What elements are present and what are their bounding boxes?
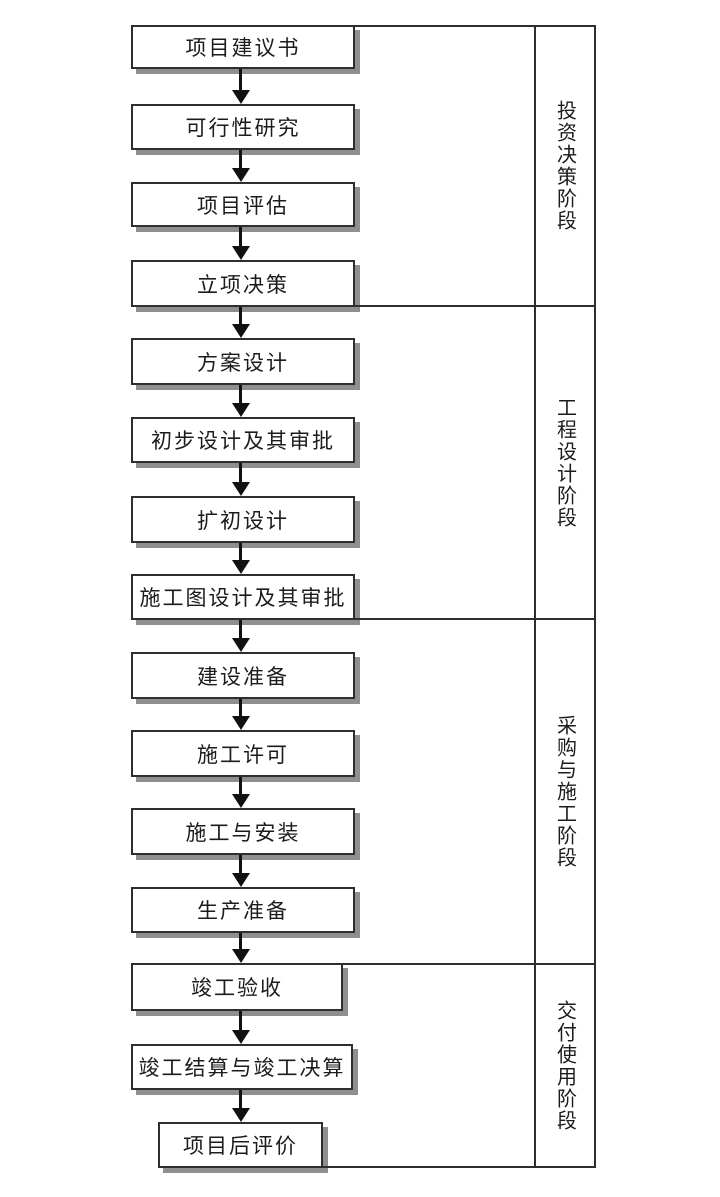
phase-label-engineering-design: 工程设计阶段 xyxy=(536,307,594,618)
down-arrow-icon xyxy=(232,150,250,182)
down-arrow-icon xyxy=(232,620,250,652)
flow-box-completion-acceptance: 竣工验收 xyxy=(131,963,343,1011)
phase-column-right-border xyxy=(594,25,596,1168)
phase-label-investment-decision: 投资决策阶段 xyxy=(536,27,594,305)
down-arrow-icon xyxy=(232,385,250,417)
flow-box-preliminary-design-approval: 初步设计及其审批 xyxy=(131,417,355,463)
down-arrow-icon xyxy=(232,69,250,104)
flow-box-post-project-evaluation: 项目后评价 xyxy=(158,1122,323,1168)
flow-box-construction-drawing-design-approval: 施工图设计及其审批 xyxy=(131,574,355,620)
flow-box-construction-installation: 施工与安装 xyxy=(131,808,355,855)
flow-box-feasibility-study: 可行性研究 xyxy=(131,104,355,150)
flow-box-expanded-preliminary-design: 扩初设计 xyxy=(131,496,355,543)
down-arrow-icon xyxy=(232,699,250,730)
phase-column-left-border xyxy=(534,25,536,1168)
phase-divider-line-bottom xyxy=(321,1166,596,1168)
flow-box-project-proposal: 项目建议书 xyxy=(131,25,355,69)
down-arrow-icon xyxy=(232,1011,250,1044)
flow-box-construction-permit: 施工许可 xyxy=(131,730,355,777)
phase-divider-line-1 xyxy=(353,305,596,307)
phase-divider-line-2 xyxy=(353,618,596,620)
phase-label-text: 投资决策阶段 xyxy=(553,100,576,232)
down-arrow-icon xyxy=(232,777,250,808)
flow-box-production-preparation: 生产准备 xyxy=(131,887,355,933)
flow-box-construction-preparation: 建设准备 xyxy=(131,652,355,699)
down-arrow-icon xyxy=(232,855,250,887)
phase-label-text: 交付使用阶段 xyxy=(553,999,576,1132)
down-arrow-icon xyxy=(232,933,250,963)
flow-box-completion-settlement-final-accounts: 竣工结算与竣工决算 xyxy=(131,1044,353,1090)
down-arrow-icon xyxy=(232,307,250,338)
phase-divider-line-top xyxy=(353,25,596,27)
down-arrow-icon xyxy=(232,1090,250,1122)
phase-label-text: 工程设计阶段 xyxy=(553,396,576,529)
phase-divider-line-3 xyxy=(341,963,596,965)
phase-label-delivery-use: 交付使用阶段 xyxy=(536,965,594,1166)
down-arrow-icon xyxy=(232,227,250,260)
phase-label-text: 采购与施工阶段 xyxy=(553,714,576,869)
flow-box-project-approval-decision: 立项决策 xyxy=(131,260,355,307)
phase-label-procurement-construction: 采购与施工阶段 xyxy=(536,620,594,963)
down-arrow-icon xyxy=(232,543,250,574)
flow-box-project-evaluation: 项目评估 xyxy=(131,182,355,227)
down-arrow-icon xyxy=(232,463,250,496)
flow-box-scheme-design: 方案设计 xyxy=(131,338,355,385)
